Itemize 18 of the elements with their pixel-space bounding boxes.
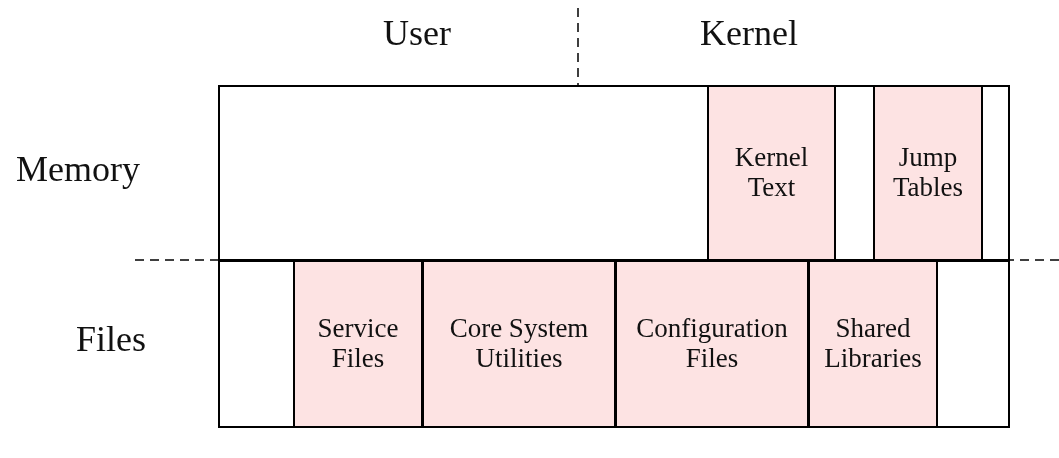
segment-box <box>293 260 423 428</box>
bar-outline <box>218 85 1010 261</box>
bar-outline <box>218 260 1010 428</box>
segment-label: Kernel Text <box>733 143 810 203</box>
segment-box <box>707 85 836 261</box>
segment-label: Service Files <box>316 314 400 374</box>
row-heading: Files <box>76 318 146 360</box>
segment-box <box>422 260 616 428</box>
segment-box <box>808 260 938 428</box>
segment-label: Jump Tables <box>891 143 965 203</box>
segment-label: Shared Libraries <box>823 314 923 374</box>
column-heading: User <box>383 12 451 54</box>
segment-box <box>615 260 809 428</box>
segment-box <box>873 85 983 261</box>
segment-label: Configuration Files <box>635 314 789 374</box>
column-heading: Kernel <box>700 12 798 54</box>
segment-label: Core System Utilities <box>448 314 590 374</box>
row-heading: Memory <box>16 148 140 190</box>
